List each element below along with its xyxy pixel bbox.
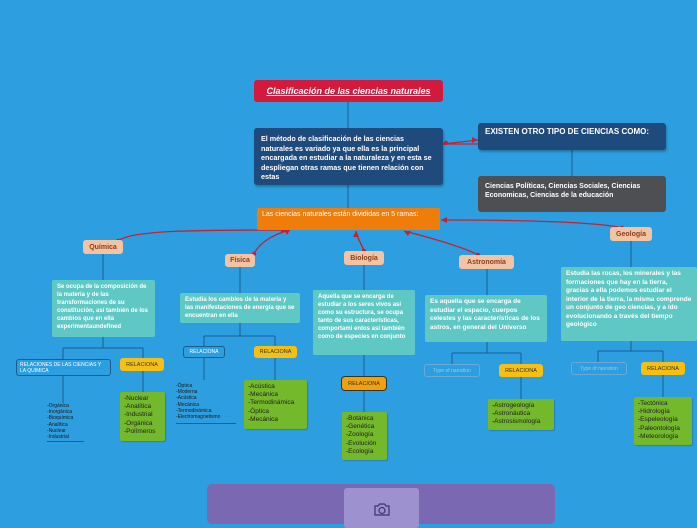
fisica-left-list[interactable]: -Óptica-Moderna-Acústica-Mecánica-Termod… (176, 383, 236, 424)
quimica-related-list[interactable]: -Nuclear-Analítica-Industrial-Orgánica-P… (120, 392, 165, 441)
quimica-left-list[interactable]: -Orgánica-Inorgánica-Bioquímica-Analític… (47, 403, 84, 442)
fisica-description[interactable]: Estudia los cambios de la materia y las … (180, 293, 300, 323)
fisica-relation-topic[interactable]: RELACIONA (183, 346, 225, 358)
geologia-description[interactable]: Estudia las rocas, los minerales y las f… (561, 267, 697, 341)
biologia-relaciona-tag[interactable]: RELACIONA (342, 377, 386, 390)
geologia-related-list[interactable]: -Tectónica-Hidrología-Espeleología-Paleo… (634, 397, 692, 445)
diagram-title[interactable]: Clasificación de las ciencias naturales (254, 80, 443, 102)
other-sciences-question[interactable]: EXISTEN OTRO TIPO DE CIENCIAS COMO: (478, 123, 666, 150)
branch-fisica[interactable]: Física (225, 254, 255, 267)
branch-geologia[interactable]: Geología (610, 227, 652, 241)
quimica-description[interactable]: Se ocupa de la composición de la materia… (52, 280, 155, 337)
geologia-relaciona-tag[interactable]: RELACIONA (641, 362, 685, 375)
image-placeholder[interactable] (344, 488, 419, 528)
fisica-relaciona-tag[interactable]: RELACIONA (254, 346, 297, 358)
branch-biologia[interactable]: Biología (344, 251, 384, 265)
branches-intro[interactable]: Las ciencias naturales están divididas e… (257, 208, 440, 230)
branch-quimica[interactable]: Química (83, 240, 123, 254)
branch-astronomia[interactable]: Astronomía (459, 255, 514, 269)
fisica-related-list[interactable]: -Acústica-Mecánica-Termodinámica-Óptica-… (244, 380, 307, 429)
quimica-relation-topic[interactable]: RELACIONES DE LAS CIENCIAS Y LA QUIMICA (16, 359, 111, 376)
camera-icon (373, 502, 391, 528)
astronomia-description[interactable]: Es aquella que se encarga de estudiar el… (425, 295, 547, 342)
other-sciences-list[interactable]: Ciencias Políticas, Ciencias Sociales, C… (478, 176, 666, 212)
geologia-relation-topic[interactable]: Type of narration (571, 362, 627, 375)
quimica-relaciona-tag[interactable]: RELACIONA (120, 358, 164, 371)
astronomia-relation-topic[interactable]: Type of narration (424, 364, 480, 377)
astronomia-related-list[interactable]: -Astrogeología-Astronáutica-Astrosismolo… (488, 399, 554, 430)
method-description[interactable]: El método de clasificación de las cienci… (254, 128, 443, 185)
biologia-related-list[interactable]: -Botánica-Genética-Zoología-Evolución-Ec… (342, 412, 387, 460)
image-attachment-panel (207, 484, 555, 528)
biologia-description[interactable]: Aquella que se encarga de estudiar a los… (313, 290, 415, 355)
astronomia-relaciona-tag[interactable]: RELACIONA (499, 364, 543, 377)
